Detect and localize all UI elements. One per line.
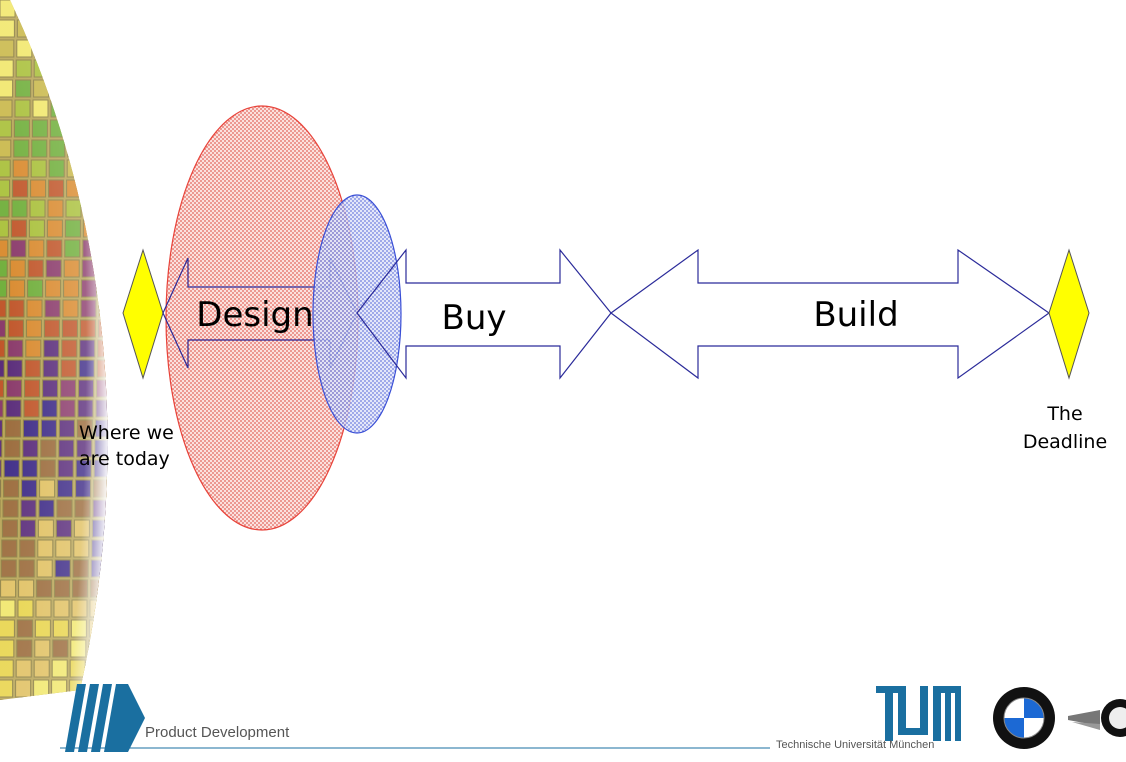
sphere-tile bbox=[52, 39, 69, 58]
sphere-tile bbox=[35, 0, 52, 18]
sphere-tile bbox=[68, 99, 85, 118]
sphere-tile bbox=[17, 0, 34, 18]
sphere-tile bbox=[102, 179, 108, 198]
sphere-tile bbox=[69, 79, 86, 98]
sphere-tile bbox=[110, 520, 125, 537]
buy-ellipse bbox=[312, 194, 402, 434]
sphere-tile bbox=[34, 39, 51, 58]
start-milestone-label: Where we are today bbox=[79, 420, 174, 472]
sphere-tile bbox=[105, 79, 108, 98]
start-milestone-diamond bbox=[122, 248, 164, 380]
phase-label-build: Build bbox=[813, 295, 898, 335]
sphere-tile bbox=[52, 19, 69, 38]
sphere-tile bbox=[125, 40, 140, 57]
sphere-tile bbox=[88, 39, 105, 58]
sphere-tile bbox=[122, 120, 137, 137]
sphere-tile bbox=[109, 560, 124, 577]
sphere-tile bbox=[86, 99, 103, 118]
sphere-tile bbox=[89, 0, 106, 18]
tum-logo-icon bbox=[876, 686, 961, 741]
sphere-tile bbox=[84, 159, 101, 178]
sphere-tile bbox=[51, 59, 68, 78]
sphere-tile bbox=[88, 639, 105, 658]
sphere-tile bbox=[121, 180, 136, 197]
phase-label-buy: Buy bbox=[442, 298, 507, 338]
sphere-tile bbox=[115, 360, 130, 377]
start-milestone-label-line: Where we bbox=[79, 422, 174, 444]
sphere-tile bbox=[106, 639, 108, 658]
sphere-tile bbox=[87, 59, 104, 78]
sphere-tile bbox=[99, 279, 108, 298]
sphere-tile bbox=[87, 79, 104, 98]
sphere-tile bbox=[118, 260, 133, 277]
sphere-tile bbox=[112, 480, 127, 497]
sphere-tile bbox=[84, 179, 101, 198]
end-milestone-label: The Deadline bbox=[1010, 400, 1120, 456]
product-development-logo-icon bbox=[65, 684, 145, 752]
sphere-tile bbox=[105, 59, 108, 78]
sphere-tile bbox=[120, 200, 135, 217]
decorative-sphere bbox=[0, 0, 141, 700]
start-milestone-label-line: are today bbox=[79, 448, 170, 470]
sphere-tile bbox=[88, 19, 105, 38]
sphere-tile bbox=[122, 140, 137, 157]
sphere-tile bbox=[34, 19, 51, 38]
sphere-tile bbox=[103, 119, 108, 138]
sphere-tile bbox=[126, 0, 141, 17]
sphere-tile bbox=[0, 699, 13, 700]
sphere-tile bbox=[70, 19, 87, 38]
bmw-logo-icon bbox=[993, 687, 1055, 749]
sphere-tile bbox=[124, 80, 139, 97]
sphere-tile bbox=[108, 600, 123, 617]
end-milestone-label-line: The bbox=[1047, 403, 1083, 425]
sphere-tile bbox=[50, 699, 67, 700]
sphere-tile bbox=[67, 139, 84, 158]
sphere-tile bbox=[100, 239, 108, 258]
sphere-tile bbox=[104, 99, 108, 118]
end-milestone-diamond bbox=[1048, 248, 1090, 380]
sphere-tile bbox=[125, 20, 140, 37]
sphere-tile bbox=[119, 220, 134, 237]
sphere-tile bbox=[123, 100, 138, 117]
sphere-tile bbox=[108, 0, 123, 17]
sphere-tile bbox=[110, 540, 125, 557]
mini-logo-icon bbox=[1068, 699, 1126, 737]
end-milestone-label-line: Deadline bbox=[1022, 431, 1108, 453]
sphere-tile bbox=[99, 259, 108, 278]
sphere-tile bbox=[71, 0, 88, 18]
footer-university-text: Technische Universität München bbox=[776, 739, 935, 751]
sphere-tile bbox=[32, 699, 49, 700]
sphere-tile bbox=[103, 139, 108, 158]
sphere-tile bbox=[116, 340, 131, 357]
sphere-tile bbox=[100, 219, 108, 238]
sphere-tile bbox=[106, 39, 108, 58]
sphere-tile bbox=[119, 240, 134, 257]
sphere-tile bbox=[67, 119, 84, 138]
sphere-tile bbox=[70, 39, 87, 58]
sphere-tile bbox=[111, 500, 126, 517]
sphere-tile bbox=[53, 0, 70, 18]
sphere-tile bbox=[102, 159, 108, 178]
sphere-tile bbox=[98, 299, 108, 318]
sphere-tile bbox=[105, 659, 108, 678]
sphere-tile bbox=[83, 199, 100, 218]
sphere-tile bbox=[87, 659, 104, 678]
sphere-tile bbox=[85, 119, 102, 138]
sphere-tile bbox=[115, 380, 130, 397]
sphere-tile bbox=[124, 60, 139, 77]
sphere-tile bbox=[106, 619, 108, 638]
phase-label-design: Design bbox=[196, 295, 313, 335]
sphere-tile bbox=[109, 580, 124, 597]
sphere-tile bbox=[14, 699, 31, 700]
sphere-tile bbox=[51, 79, 68, 98]
sphere-tile bbox=[106, 19, 108, 38]
sphere-tile bbox=[85, 139, 102, 158]
sphere-tile bbox=[114, 400, 129, 417]
sphere-tile bbox=[101, 199, 108, 218]
footer-brand-text: Product Development bbox=[145, 724, 290, 741]
sphere-tile bbox=[121, 160, 136, 177]
sphere-tile bbox=[69, 59, 86, 78]
